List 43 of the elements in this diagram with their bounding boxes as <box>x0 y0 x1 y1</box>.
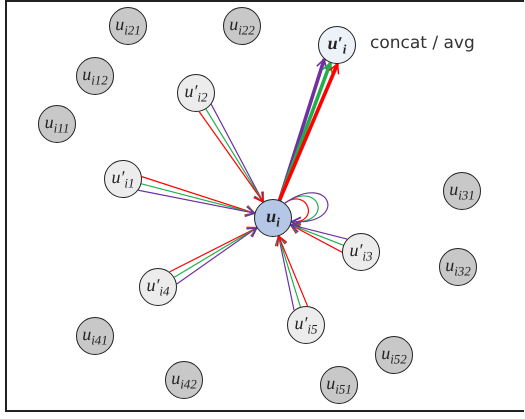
neighbor-node-circle <box>104 160 142 198</box>
node-label: u$_{i42}$ <box>171 369 197 391</box>
arrow <box>290 222 344 246</box>
arrow <box>142 176 256 216</box>
sampled-node-circle <box>76 317 114 355</box>
node-label: u′$_{i4}$ <box>146 276 170 298</box>
node-caption: concat / avg <box>370 33 475 53</box>
sampled-node-circle <box>320 366 358 404</box>
node-label: u′$_{i}$ <box>328 34 346 56</box>
node-label: u$_{i32}$ <box>445 256 471 278</box>
sampled-node-circle <box>375 336 413 374</box>
sampled-node-circle <box>443 172 481 210</box>
node-label: u′$_{i2}$ <box>184 82 208 104</box>
neighbor-node-circle <box>177 74 215 112</box>
node-label: u$_{i22}$ <box>229 15 255 37</box>
center-node-circle <box>254 199 292 237</box>
arrow <box>276 235 308 306</box>
neighbor-node-circle <box>139 268 177 306</box>
node-label: u′$_{i1}$ <box>111 168 135 190</box>
arrow <box>138 190 256 218</box>
sampled-node-circle <box>165 361 203 399</box>
node-label: u$_{i41}$ <box>82 325 108 347</box>
node-label: u$_{i52}$ <box>381 344 407 366</box>
neighbor-node-circle <box>287 306 325 344</box>
sampled-node-circle <box>76 57 114 95</box>
node-label: u$_{i11}$ <box>44 113 70 135</box>
sampled-node-circle <box>223 7 261 45</box>
sampled-node-circle <box>109 7 147 45</box>
node-label: u$_{i31}$ <box>449 180 475 202</box>
node-label: u$_{i12}$ <box>82 65 108 87</box>
node-label: u$_{i}$ <box>266 207 280 229</box>
sampled-node-circle <box>38 105 76 143</box>
neighbor-node-circle <box>342 233 380 271</box>
output-node-circle <box>318 26 356 64</box>
arrow <box>290 224 342 253</box>
sampled-node-circle <box>439 248 477 286</box>
arrow <box>284 192 328 228</box>
node-label: u$_{i51}$ <box>326 374 352 396</box>
arrow <box>290 221 348 240</box>
node-label: u′$_{i3}$ <box>349 241 373 263</box>
node-label: u$_{i21}$ <box>115 15 141 37</box>
arrow <box>274 235 295 310</box>
node-label: u′$_{i5}$ <box>294 314 318 336</box>
